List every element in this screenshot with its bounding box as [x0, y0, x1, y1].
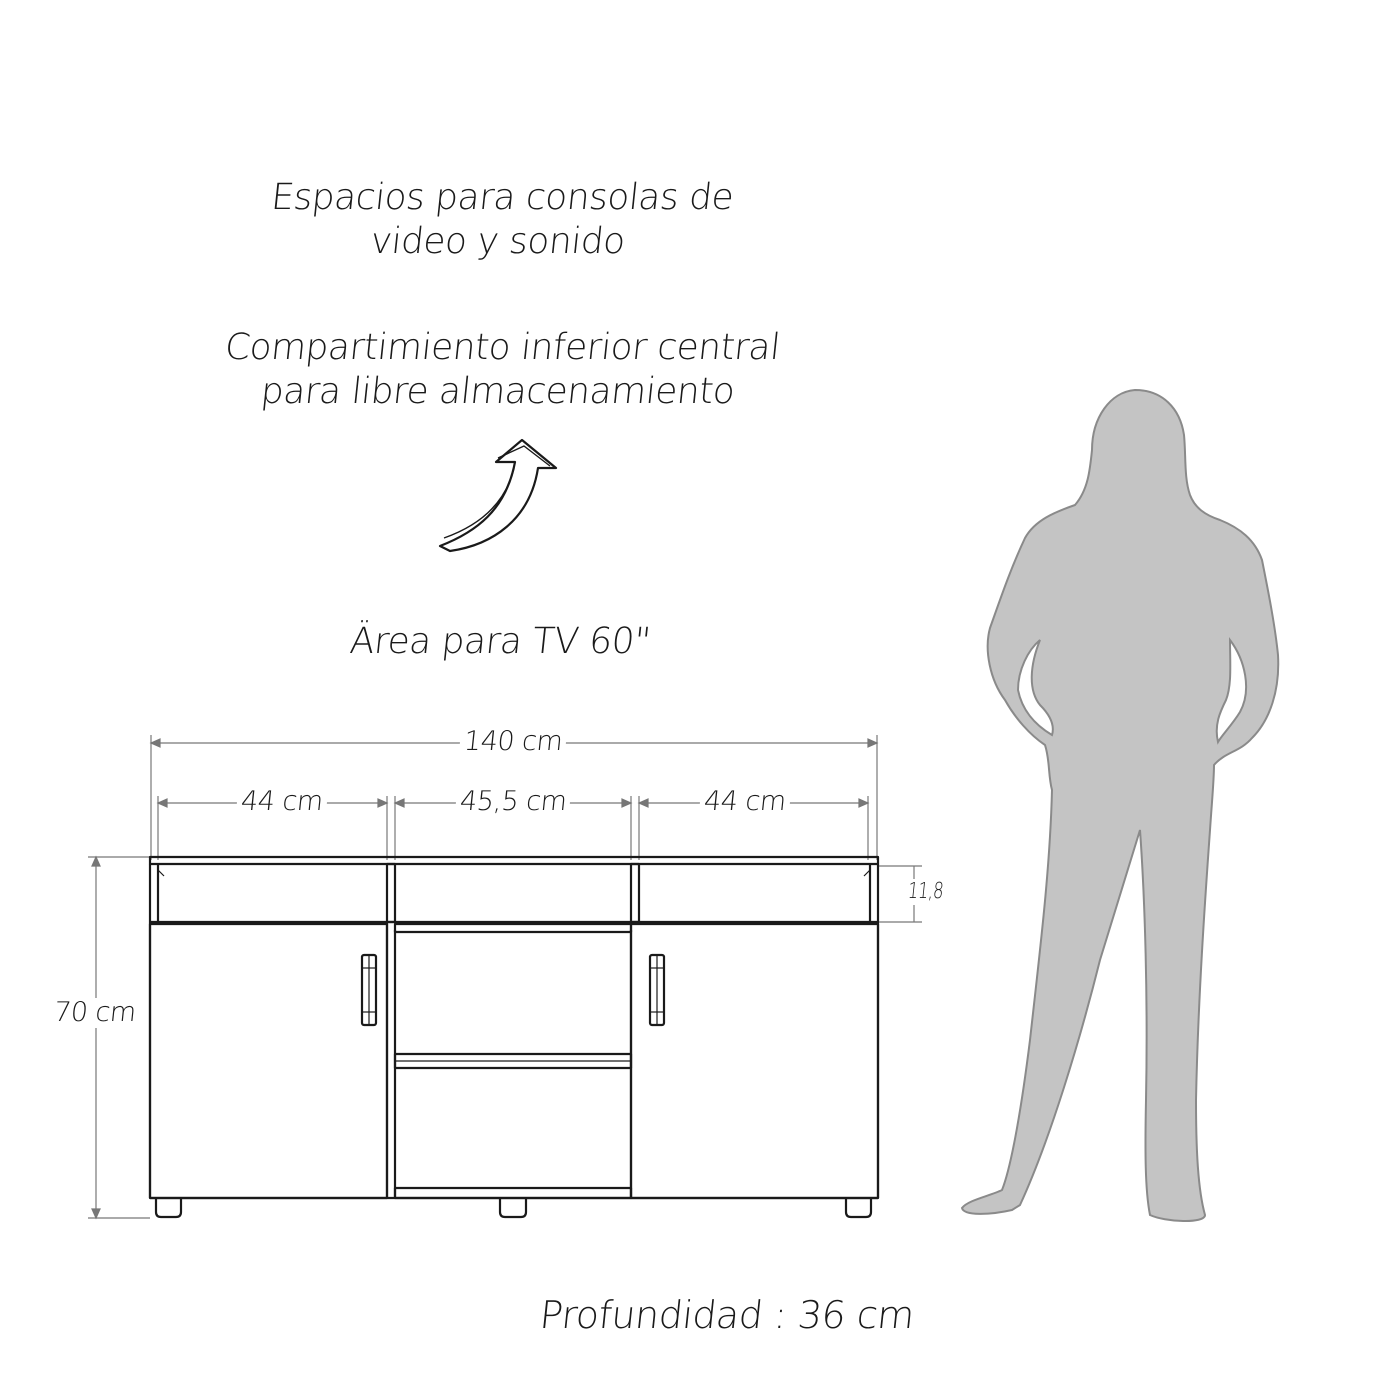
compartment-annotation: Compartimiento inferior central para lib… [205, 326, 794, 414]
consoles-annotation-line1: Espacios para consolas de [269, 177, 736, 218]
tv-cabinet [148, 855, 880, 1219]
woman-silhouette-icon [960, 388, 1280, 1223]
consoles-annotation-line2: video y sonido [368, 221, 627, 262]
cabinet-feet [154, 1198, 873, 1219]
compartment-annotation-line2: para libre almacenamiento [258, 371, 737, 412]
left-section-label: 44 cm [235, 786, 329, 817]
cabinet-top [148, 855, 880, 866]
open-shelves [150, 862, 878, 924]
total-width-label: 140 cm [458, 726, 568, 757]
right-door [629, 922, 880, 1200]
top-shelf-height-label: 11,8 [905, 879, 946, 905]
right-section-label: 44 cm [698, 786, 792, 817]
curved-arrow-icon [438, 438, 558, 553]
left-door [148, 922, 389, 1200]
center-upper-shelf [393, 922, 633, 934]
depth-annotation: Profundidad : 36 cm [537, 1293, 917, 1337]
center-compartment [385, 922, 633, 1200]
center-bottom-shelf [393, 1186, 633, 1200]
left-door-handle [360, 953, 378, 1027]
compartment-annotation-line1: Compartimiento inferior central [222, 327, 782, 368]
dimension-lines [88, 735, 922, 1220]
height-label: 70 cm [48, 997, 142, 1028]
right-door-handle [648, 953, 666, 1027]
consoles-annotation: Espacios para consolas de video y sonido [255, 176, 744, 264]
center-section-label: 45,5 cm [454, 786, 572, 817]
tv-area-annotation: Ärea para TV 60" [347, 621, 653, 662]
